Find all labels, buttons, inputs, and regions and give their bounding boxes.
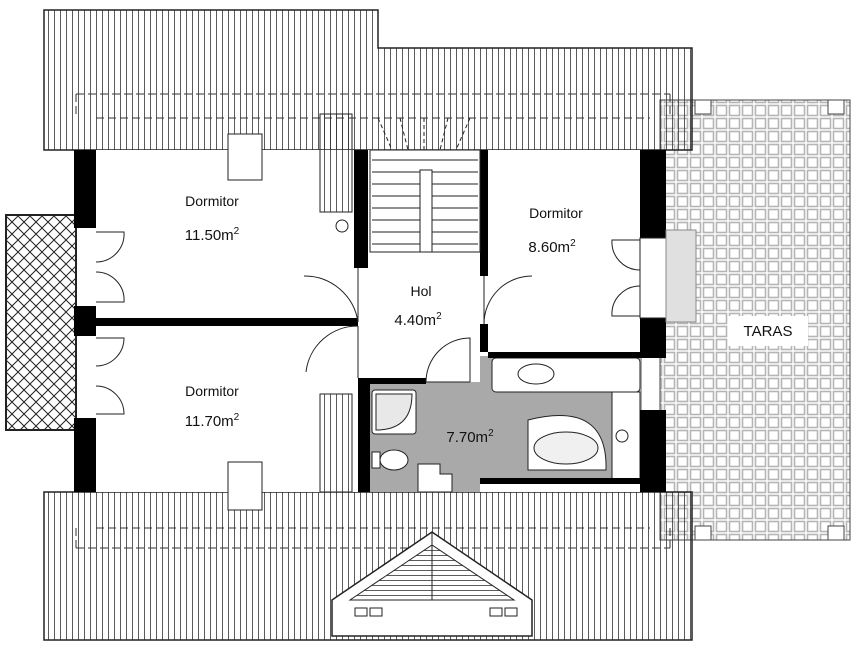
area-unit-superscript: 2: [436, 311, 442, 322]
area-unit-superscript: 2: [234, 226, 240, 237]
room-name: Dormitor: [529, 205, 583, 221]
svg-text:4.40m2: 4.40m2: [394, 311, 442, 329]
room-label-bathroom: 7.70m2: [446, 428, 494, 446]
bathroom-fixtures: [335, 219, 629, 471]
left-balcony: [5, 214, 77, 431]
roof-bottom: [43, 491, 693, 641]
room-label-bedroom-top-left: Dormitor 11.50m2: [185, 193, 240, 244]
terrace-label: TARAS: [744, 323, 793, 340]
room-label-bedroom-right: Dormitor 8.60m2: [528, 205, 583, 256]
room-name: Hol: [410, 283, 431, 299]
svg-text:11.70m2: 11.70m2: [185, 412, 240, 430]
room-name: Dormitor: [185, 383, 239, 399]
area-unit-superscript: 2: [488, 428, 494, 439]
roof-top: [43, 9, 693, 151]
room-area: 4.40m: [394, 312, 436, 329]
roof-windows: [227, 113, 353, 511]
staircase: [369, 117, 481, 253]
doors[interactable]: [95, 229, 697, 415]
room-label-hall: Hol 4.40m2: [394, 283, 442, 329]
svg-text:8.60m2: 8.60m2: [528, 238, 576, 256]
room-area: 7.70m: [446, 429, 488, 446]
svg-text:7.70m2: 7.70m2: [446, 428, 494, 446]
room-name: Dormitor: [185, 193, 239, 209]
walls: [74, 150, 666, 492]
room-area: 11.50m: [185, 227, 234, 244]
area-unit-superscript: 2: [570, 238, 576, 249]
svg-text:11.50m2: 11.50m2: [185, 226, 240, 244]
room-label-bedroom-bottom-left: Dormitor 11.70m2: [185, 383, 240, 430]
area-unit-superscript: 2: [234, 412, 240, 423]
room-area: 8.60m: [528, 239, 570, 256]
room-area: 11.70m: [185, 413, 234, 430]
